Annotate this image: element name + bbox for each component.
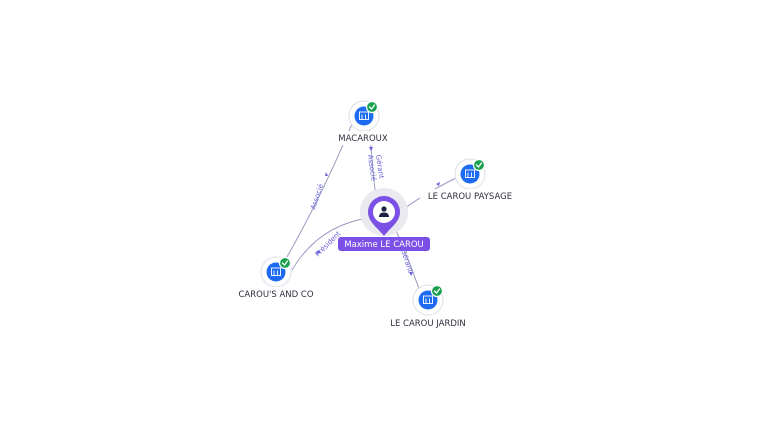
company-node-le-carou-paysage[interactable]: LE CAROU PAYSAGE xyxy=(420,158,520,203)
company-name: CAROU'S AND CO xyxy=(238,290,313,300)
company-label-bg xyxy=(330,131,396,145)
arrow-carous xyxy=(316,250,321,254)
company-node-le-carou-jardin[interactable]: LE CAROU JARDIN xyxy=(382,284,474,330)
arrow-carous-macaroux xyxy=(325,172,328,176)
arrow-paysage xyxy=(436,182,440,186)
person-name: Maxime LE CAROU xyxy=(344,240,424,250)
arrow-jardin xyxy=(409,272,413,276)
edge-person-jardin xyxy=(393,225,421,293)
edge-person-carous xyxy=(291,217,369,271)
building-glyph xyxy=(271,267,281,276)
person-icon xyxy=(379,206,389,217)
edge-label-gerant-macaroux: Gérant xyxy=(374,154,385,179)
verified-check-icon xyxy=(365,100,379,114)
building-glyph xyxy=(423,295,433,304)
company-name: MACAROUX xyxy=(338,134,388,144)
company-label-bg xyxy=(382,316,474,330)
edge-label-associe-macaroux: Associé xyxy=(366,154,378,181)
company-name: LE CAROU JARDIN xyxy=(390,319,466,329)
company-name: LE CAROU PAYSAGE xyxy=(428,192,512,202)
company-node-macaroux[interactable]: MACAROUX xyxy=(330,100,396,145)
edge-label-associe-carous-macaroux: Associé xyxy=(309,183,325,211)
edge-label-gerant-jardin: Gérant xyxy=(399,248,414,274)
building-glyph xyxy=(359,111,369,120)
building-glyph xyxy=(465,169,475,178)
company-label-bg xyxy=(230,287,321,301)
company-label-bg xyxy=(420,189,520,203)
arrow-macaroux xyxy=(369,147,373,151)
company-node-carous-and-co[interactable]: CAROU'S AND CO xyxy=(230,256,321,301)
verified-check-icon xyxy=(430,284,444,298)
person-node[interactable]: Maxime LE CAROU xyxy=(338,188,430,251)
verified-check-icon xyxy=(278,256,292,270)
person-label-bg xyxy=(338,237,430,251)
verified-check-icon xyxy=(472,158,486,172)
